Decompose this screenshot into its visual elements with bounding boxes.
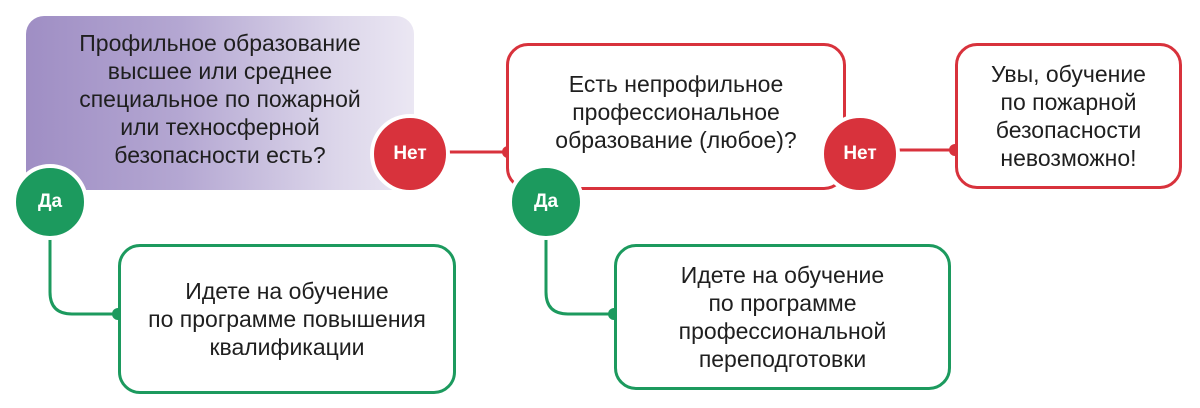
badge-no-1: Нет — [370, 114, 450, 194]
result-retraining-program: Идете на обучение по программе профессио… — [614, 244, 951, 390]
connector-yes-2 — [544, 235, 614, 316]
badge-yes-1: Да — [12, 164, 88, 240]
result-qualification-program: Идете на обучение по программе повышения… — [118, 244, 456, 394]
badge-yes-2: Да — [508, 164, 584, 240]
connector-yes-1 — [48, 235, 118, 316]
question-profile-education: Профильное образование высшее или средне… — [26, 16, 414, 190]
result-training-impossible: Увы, обучение по пожарной безопасности н… — [955, 43, 1182, 189]
question-nonprofile-education: Есть непрофильное профессиональное образ… — [506, 43, 846, 190]
badge-no-2: Нет — [820, 114, 900, 194]
